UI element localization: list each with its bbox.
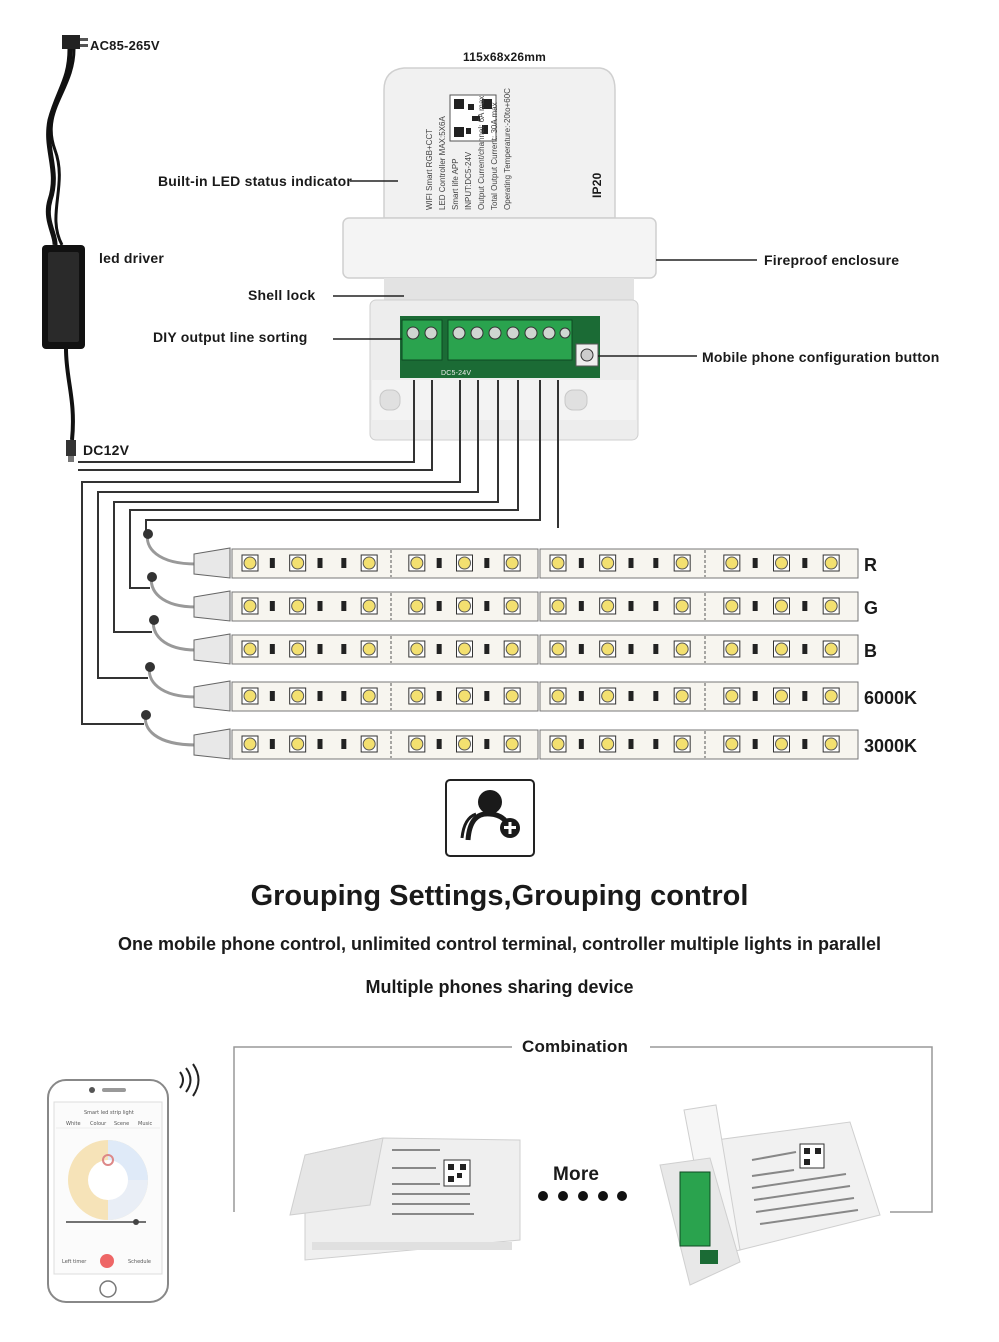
more-label: More (553, 1164, 600, 1185)
controller-label-line: Output Current/channel: 6A max (477, 96, 486, 210)
callout-shell-lock: Shell lock (248, 287, 316, 303)
controller-photo-1 (289, 1137, 521, 1261)
led-strips: R G B 6000K 3000K (141, 529, 917, 760)
callout-led-indicator: Built-in LED status indicator (158, 173, 353, 189)
controller-photo-2 (659, 1104, 881, 1286)
strip-label-6000k: 6000K (864, 688, 917, 708)
phone-tab-colour: Colour (90, 1121, 107, 1127)
controller-size-label: 115x68x26mm (463, 50, 546, 64)
strip-label-g: G (864, 598, 878, 618)
wiring-lines (78, 380, 559, 725)
dc-output-label: DC12V (83, 442, 130, 458)
controller-label-line: INPUT:DC5-24V (464, 151, 473, 210)
controller-label-text: WIFI Smart RGB+CCT LED Controller MAX:5X6… (425, 88, 512, 210)
controller-label-line: LED Controller MAX:5X6A (438, 116, 447, 210)
callout-config-button: Mobile phone configuration button (702, 349, 940, 365)
main-title: Grouping Settings,Grouping control (250, 880, 749, 912)
wifi-signal-icon (179, 1063, 200, 1097)
controller-label-line: WIFI Smart RGB+CCT (425, 129, 434, 210)
controller-label-line: Total Output Current: 30A max (490, 102, 499, 210)
controller-enclosure (342, 67, 657, 441)
svg-text:Schedule: Schedule (128, 1259, 151, 1265)
led-driver-label: led driver (99, 250, 165, 266)
callout-lines (333, 180, 757, 357)
strip-label-3000k: 3000K (864, 736, 917, 756)
led-strip-b: B (149, 615, 877, 665)
led-driver (42, 245, 85, 462)
led-strip-3000k: 3000K (141, 710, 917, 760)
sharing-line: Multiple phones sharing device (365, 977, 634, 997)
svg-text:Smart led strip light: Smart led strip light (84, 1110, 134, 1116)
ac-plug-icon (45, 35, 88, 246)
phone-tab-music: Music (138, 1121, 152, 1127)
callout-enclosure: Fireproof enclosure (764, 252, 900, 268)
ac-input-label: AC85-265V (90, 38, 160, 53)
phone-tab-white: White (66, 1121, 81, 1127)
callout-output-sorting: DIY output line sorting (153, 329, 308, 345)
ellipsis-dots-icon (538, 1191, 627, 1201)
terminal-dc-mark: DC5-24V (441, 370, 472, 377)
ip-rating: IP20 (590, 172, 604, 199)
strip-label-r: R (864, 555, 877, 575)
combination-label: Combination (522, 1037, 629, 1056)
controller-label-line: Operating Temperature:-20to+60C (503, 88, 512, 210)
led-strip-r: R (143, 529, 877, 579)
smartphone: Smart led strip light Left timer Schedul… (47, 1079, 169, 1303)
subtitle: One mobile phone control, unlimited cont… (117, 934, 882, 954)
led-strip-g: G (147, 572, 878, 622)
controller-label-line: Smart life APP (451, 158, 460, 210)
svg-text:Left timer: Left timer (62, 1259, 87, 1265)
led-strip-6000k: 6000K (145, 662, 917, 712)
strip-label-b: B (864, 641, 877, 661)
phone-tab-scene: Scene (114, 1121, 129, 1127)
combination-frame (233, 1046, 933, 1213)
group-add-icon (445, 779, 535, 857)
